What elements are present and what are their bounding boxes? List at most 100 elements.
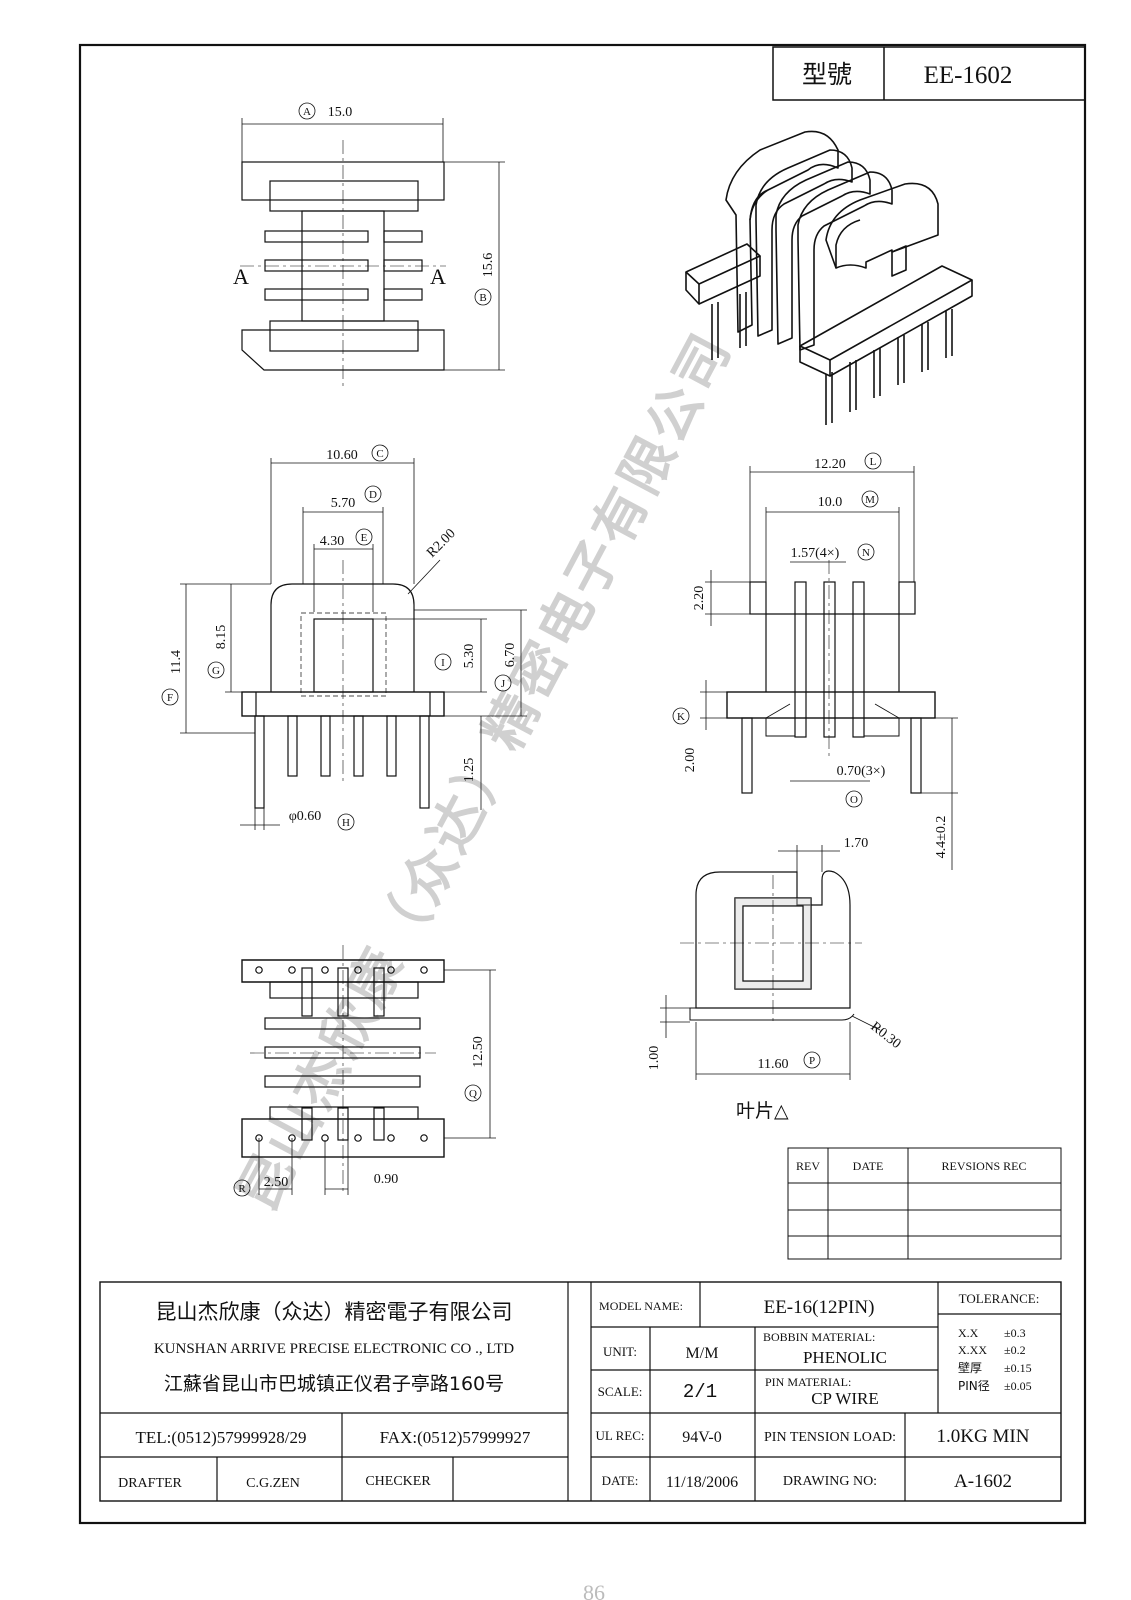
ul-label: UL REC:: [596, 1428, 645, 1443]
dim-pin-length: 1.25: [462, 758, 477, 783]
dim-m: 10.0: [818, 495, 843, 510]
rev-header-date: DATE: [853, 1159, 884, 1173]
watermark: 昆山杰欣康（众达）精密电子有限公司: [226, 321, 745, 1221]
model-box-label: 型號: [802, 60, 852, 89]
tag-g: G: [212, 665, 220, 677]
title-block: 昆山杰欣康（众达）精密電子有限公司 KUNSHAN ARRIVE PRECISE…: [99, 1281, 1062, 1502]
tag-c: C: [376, 448, 383, 460]
tag-i: I: [441, 657, 445, 669]
pin-label: PIN MATERIAL:: [765, 1375, 851, 1389]
bottom-view: 12.50 Q R 2.50 0.90: [233, 945, 496, 1197]
tag-l: L: [870, 456, 877, 468]
unit-label: UNIT:: [603, 1344, 637, 1359]
section-right: A: [430, 264, 446, 289]
section-left: A: [233, 264, 249, 289]
dim-p: 11.60: [758, 1057, 789, 1072]
dim-side-pin: 4.4±0.2: [934, 816, 949, 859]
tag-j: J: [501, 678, 506, 690]
tag-k: K: [677, 711, 685, 723]
tag-d: D: [369, 489, 377, 501]
flange-view: 1.70 1.00 11.60 P R0.30 叶片△: [647, 836, 903, 1122]
dim-i: 5.30: [462, 644, 477, 669]
company-en: KUNSHAN ARRIVE PRECISE ELECTRONIC CO ., …: [154, 1341, 514, 1357]
rev-header-rev: REV: [796, 1159, 820, 1173]
dim-g: 8.15: [214, 625, 229, 650]
tolerance-v-0: ±0.3: [1004, 1326, 1026, 1340]
flange-caption: 叶片△: [736, 1100, 789, 1122]
tag-f: F: [167, 692, 173, 704]
page-number: 86: [583, 1580, 605, 1600]
scale-label: SCALE:: [598, 1384, 643, 1399]
sheet-border: [78, 43, 1087, 1525]
radius-r200: R2.00: [424, 526, 459, 561]
radius-r030: R0.30: [868, 1019, 904, 1052]
dim-f: 11.4: [169, 650, 184, 674]
dim-r: 2.50: [264, 1175, 289, 1190]
dim-a: 15.0: [328, 105, 353, 120]
dim-q: 12.50: [471, 1036, 486, 1068]
side-view: 12.20 L 10.0 M 1.57(4×) N 2.20: [672, 452, 958, 870]
pin: CP WIRE: [811, 1389, 879, 1408]
tolerance-k-3: PIN径: [958, 1379, 990, 1393]
dim-090: 0.90: [374, 1172, 399, 1187]
tag-q: Q: [469, 1088, 477, 1100]
dim-d: 5.70: [331, 496, 356, 511]
tag-p: P: [809, 1055, 815, 1067]
tag-e: E: [361, 532, 368, 544]
revision-table: REV DATE REVSIONS REC: [787, 1147, 1062, 1260]
drafter: C.G.ZEN: [246, 1476, 300, 1491]
dim-j: 6.70: [503, 643, 518, 668]
scale: 2/1: [683, 1381, 717, 1403]
model-box: 型號 EE-1602: [772, 46, 1086, 101]
drafter-label: DRAFTER: [118, 1476, 182, 1491]
dim-100: 1.00: [647, 1046, 662, 1071]
date-label: DATE:: [602, 1473, 639, 1488]
bobbin: PHENOLIC: [803, 1348, 887, 1367]
tag-m: M: [865, 494, 875, 506]
dim-b: 15.6: [481, 253, 496, 278]
date: 11/18/2006: [666, 1474, 738, 1491]
tag-a: A: [303, 106, 311, 118]
dim-h: φ0.60: [289, 809, 322, 824]
tel: TEL:(0512)57999928/29: [136, 1428, 307, 1447]
dim-c: 10.60: [326, 448, 358, 463]
dim-side-top: 2.20: [692, 586, 707, 611]
company-address: 江蘇省昆山市巴城镇正仪君子亭路160号: [164, 1373, 504, 1395]
tag-b: B: [479, 292, 486, 304]
tag-o: O: [850, 794, 858, 806]
fax: FAX:(0512)57999927: [380, 1428, 531, 1447]
top-view: A 15.0 A A 15.6 B: [233, 102, 505, 390]
drawing-label: DRAWING NO:: [783, 1474, 877, 1489]
tolerance-k-1: X.XX: [958, 1343, 987, 1357]
dim-k: 2.00: [683, 748, 698, 773]
tag-r: R: [238, 1183, 246, 1195]
tolerance-label: TOLERANCE:: [959, 1291, 1040, 1306]
tension: 1.0KG MIN: [937, 1426, 1030, 1447]
dim-e: 4.30: [320, 534, 345, 549]
dim-n: 1.57(4×): [791, 546, 840, 561]
bobbin-label: BOBBIN MATERIAL:: [763, 1330, 875, 1344]
tag-n: N: [862, 547, 870, 559]
tolerance-v-1: ±0.2: [1004, 1343, 1026, 1357]
unit: M/M: [686, 1345, 719, 1362]
front-view: 10.60 C 5.70 D 4.30 E R2.00: [161, 444, 527, 831]
dim-o: 0.70(3×): [837, 764, 886, 779]
tolerance-k-0: X.X: [958, 1326, 979, 1340]
dim-170: 1.70: [844, 836, 869, 851]
ul: 94V-0: [682, 1429, 721, 1446]
model-name-label: MODEL NAME:: [599, 1299, 683, 1313]
rev-header-rec: REVSIONS REC: [941, 1159, 1026, 1173]
tolerance-v-2: ±0.15: [1004, 1361, 1032, 1375]
tension-label: PIN TENSION LOAD:: [764, 1430, 896, 1445]
checker-label: CHECKER: [365, 1474, 431, 1489]
company-cn: 昆山杰欣康（众达）精密電子有限公司: [156, 1300, 513, 1324]
tag-h: H: [342, 817, 350, 829]
drawing-number: A-1602: [954, 1471, 1012, 1492]
dim-l: 12.20: [814, 457, 846, 472]
model-box-value: EE-1602: [924, 62, 1013, 89]
tolerance-v-3: ±0.05: [1004, 1379, 1032, 1393]
model-name: EE-16(12PIN): [764, 1297, 875, 1318]
tolerance-k-2: 壁厚: [958, 1360, 982, 1375]
isometric-view: [685, 130, 973, 425]
